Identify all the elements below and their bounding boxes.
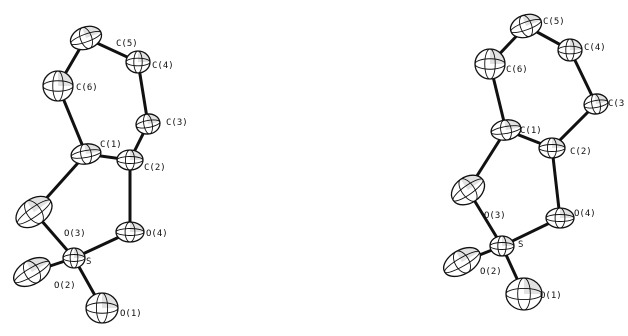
atom-label-o3: O(3) (64, 229, 86, 239)
molecule-view-right: C(5) C(4) C(6) C(3C(1) C(2) O(3) O(4) S O(2) O(1) (443, 13, 624, 311)
atom-c6-ellipsoid (42, 70, 74, 102)
atom-o3-ellipsoid (450, 174, 486, 206)
atom-label-s: S (518, 240, 523, 250)
atom-o1-ellipsoid (505, 277, 543, 311)
atom-label-c5: C(5) (543, 17, 565, 27)
atom-label-c2: C(2) (570, 147, 592, 157)
atom-o1-ellipsoid (85, 292, 119, 324)
atom-s-ellipsoid (489, 235, 515, 257)
atom-label-o4: O(4) (574, 209, 596, 219)
atom-label-c1: C(1) (520, 126, 542, 136)
atom-o2-ellipsoid (13, 256, 51, 288)
atom-o2-ellipsoid (443, 246, 481, 278)
atom-s-ellipsoid (62, 247, 86, 269)
molecule-view-left: C(5) C(4) C(6) C(3) C(1) C(2) O(3) O(4) S O(2) O(1… (13, 25, 188, 324)
atom-label-c6: C(6) (506, 65, 528, 75)
atom-label-o3: O(3) (484, 211, 506, 221)
atom-o4-ellipsoid (545, 207, 575, 229)
atom-c3-ellipsoid (583, 93, 609, 115)
atom-label-o1: O(1) (120, 309, 142, 319)
atom-label-c5: C(5) (116, 39, 138, 49)
atom-c6-ellipsoid (474, 48, 506, 80)
atom-o3-ellipsoid (15, 195, 53, 229)
atom-c3-ellipsoid (135, 113, 161, 135)
atom-label-c3: C(3) (166, 118, 188, 128)
atom-label-c6: C(6) (76, 83, 98, 93)
atom-label-s: S (86, 257, 91, 267)
atom-c4-ellipsoid (557, 38, 583, 62)
atom-label-o2: O(2) (54, 281, 76, 291)
atom-c1-ellipsoid (70, 143, 102, 165)
atom-label-c2: C(2) (144, 163, 166, 173)
atom-label-o1: O(1) (540, 291, 562, 301)
atom-c5-ellipsoid (509, 13, 543, 39)
atom-label-c4: C(4) (152, 61, 174, 71)
atom-label-o2: O(2) (480, 267, 502, 277)
atom-label-c3: C(3 (608, 99, 624, 109)
atom-label-c4: C(4) (584, 43, 606, 53)
atom-c5-ellipsoid (69, 25, 103, 51)
atom-c2-ellipsoid (116, 149, 144, 171)
bond-c2-o4 (550, 146, 562, 220)
atom-o4-ellipsoid (115, 221, 145, 243)
atom-label-c1: C(1) (100, 140, 122, 150)
atom-c1-ellipsoid (490, 119, 522, 141)
atom-c4-ellipsoid (125, 50, 151, 74)
atom-c2-ellipsoid (538, 137, 566, 159)
atom-label-o4: O(4) (146, 229, 168, 239)
